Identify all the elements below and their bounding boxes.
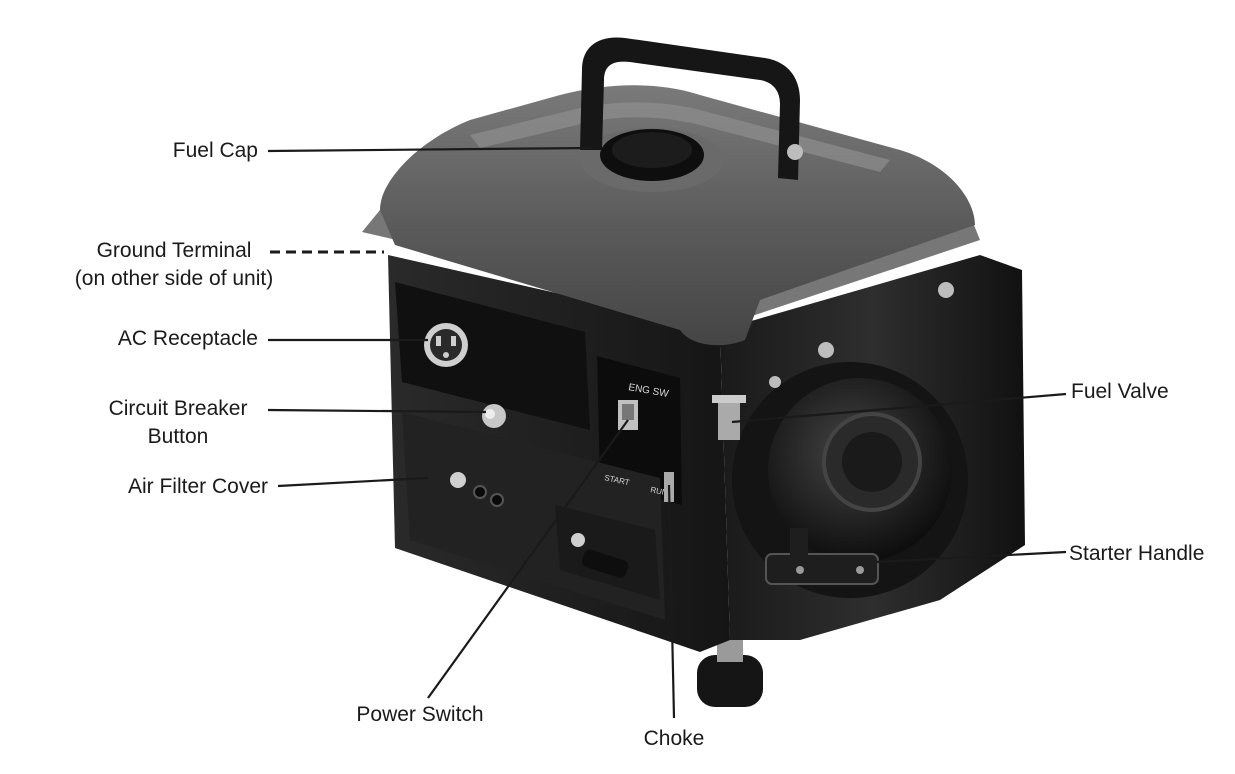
label-fuel-valve: Fuel Valve <box>1071 380 1169 403</box>
ac-receptacle <box>424 323 468 367</box>
power-switch <box>618 400 638 430</box>
starter-handle <box>765 528 879 585</box>
leader-fuel-valve <box>731 392 1067 424</box>
panel-run: RUN <box>650 485 669 497</box>
label-ground-terminal-line1: Ground Terminal <box>96 239 252 262</box>
label-ac-receptacle: AC Receptacle <box>117 327 258 350</box>
leader-starter-handle <box>875 550 1067 564</box>
leader-lines <box>267 146 1067 719</box>
label-starter-handle: Starter Handle <box>1069 542 1205 565</box>
bracket-bolt-3 <box>769 376 781 388</box>
label-air-filter-cover: Air Filter Cover <box>127 475 268 498</box>
label-fuel-cap: Fuel Cap <box>172 139 258 162</box>
label-choke: Choke <box>643 727 705 750</box>
leader-choke <box>667 484 676 719</box>
control-panel <box>395 282 590 430</box>
handle-bolt <box>787 144 803 160</box>
label-circuit-breaker-line1: Circuit Breaker <box>108 397 248 420</box>
air-filter-screws <box>450 472 629 578</box>
bracket-bolt-1 <box>818 342 834 358</box>
leader-circuit-breaker <box>267 408 487 414</box>
carry-handle <box>580 37 800 181</box>
lower-cover <box>555 505 660 600</box>
leader-power-switch <box>427 419 629 699</box>
fuel-cap <box>580 128 724 192</box>
label-circuit-breaker: Circuit Breaker Button <box>86 395 270 451</box>
circuit-breaker-button <box>482 404 506 428</box>
bracket-bolt-2 <box>938 282 954 298</box>
foot-front <box>697 655 763 707</box>
leader-fuel-cap <box>267 146 593 153</box>
label-power-switch: Power Switch <box>356 703 484 726</box>
label-circuit-breaker-line2: Button <box>147 425 209 448</box>
leader-air-filter <box>277 476 429 488</box>
label-ground-terminal: Ground Terminal (on other side of unit) <box>52 237 296 293</box>
label-ground-terminal-line2: (on other side of unit) <box>74 267 274 290</box>
fuel-tank-highlight <box>470 102 890 172</box>
fuel-valve <box>712 395 746 440</box>
